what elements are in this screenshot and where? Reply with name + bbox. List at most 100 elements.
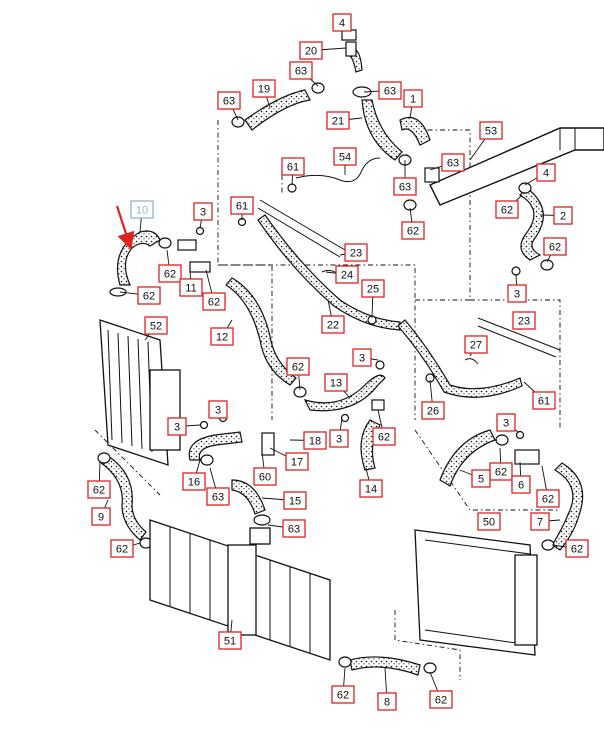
hose-2 xyxy=(519,187,544,261)
callout-23: 23 xyxy=(512,311,536,330)
callout-box xyxy=(421,401,445,420)
callout-box xyxy=(532,391,556,410)
callout-label: 27 xyxy=(470,340,482,352)
callout-box xyxy=(536,163,556,182)
callout-box xyxy=(372,427,396,446)
callout-box xyxy=(378,81,402,100)
callout-label: 62 xyxy=(208,297,220,309)
callout-label: 20 xyxy=(305,46,317,58)
callout-62: 62 xyxy=(489,462,513,481)
callout-box xyxy=(332,13,352,32)
callout-label: 23 xyxy=(350,248,362,260)
callout-box xyxy=(401,221,425,240)
hose-21 xyxy=(361,99,403,161)
callout-box xyxy=(441,153,465,172)
callout-label: 61 xyxy=(538,396,550,408)
callout-3: 3 xyxy=(167,417,187,436)
callout-10: 10 xyxy=(130,200,154,219)
callout-label: 62 xyxy=(164,269,176,281)
callout-62: 62 xyxy=(110,539,134,558)
callout-box xyxy=(289,61,313,80)
callout-62: 62 xyxy=(202,292,226,311)
callout-box xyxy=(167,417,187,436)
callout-60: 60 xyxy=(253,467,277,486)
callout-9: 9 xyxy=(91,507,111,526)
callout-label: 4 xyxy=(339,18,345,30)
callout-52: 52 xyxy=(144,316,168,335)
callout-box xyxy=(321,315,345,334)
hose-13 xyxy=(303,374,386,412)
callout-label: 25 xyxy=(367,284,379,296)
callout-label: 12 xyxy=(216,332,228,344)
pointer-arrow xyxy=(115,205,135,251)
callout-25: 25 xyxy=(361,279,385,298)
callout-box xyxy=(283,491,307,510)
callout-box xyxy=(530,512,550,531)
callout-50: 50 xyxy=(477,512,501,531)
callout-3: 3 xyxy=(496,413,516,432)
callout-62: 62 xyxy=(429,690,453,709)
callout-box xyxy=(507,284,527,303)
callout-label: 60 xyxy=(259,472,271,484)
callout-label: 16 xyxy=(188,477,200,489)
callout-61: 61 xyxy=(230,196,254,215)
callout-box xyxy=(352,348,372,367)
callout-label: 62 xyxy=(571,544,583,556)
hoses xyxy=(98,48,584,676)
callout-box xyxy=(326,111,350,130)
callout-17: 17 xyxy=(285,452,309,471)
callout-label: 63 xyxy=(399,182,411,194)
callout-box xyxy=(217,91,241,110)
callout-box xyxy=(179,278,203,297)
callout-63: 63 xyxy=(393,177,417,196)
callout-box xyxy=(511,475,531,494)
callout-label: 54 xyxy=(339,152,351,164)
callout-box xyxy=(479,121,503,140)
callout-4: 4 xyxy=(536,163,556,182)
callout-label: 3 xyxy=(215,405,221,417)
callout-label: 7 xyxy=(537,517,543,529)
callout-3: 3 xyxy=(193,202,213,221)
callout-label: 53 xyxy=(485,126,497,138)
callout-box xyxy=(331,685,355,704)
callout-box xyxy=(471,469,491,488)
callout-box xyxy=(536,489,560,508)
callout-label: 63 xyxy=(295,66,307,78)
hose-10 xyxy=(116,230,161,286)
callout-24: 24 xyxy=(335,265,359,284)
callout-label: 62 xyxy=(501,205,513,217)
callout-label: 1 xyxy=(410,94,416,106)
callout-box xyxy=(464,335,488,354)
callout-22: 22 xyxy=(321,315,345,334)
callout-label: 62 xyxy=(378,432,390,444)
callout-box xyxy=(553,206,573,225)
callout-box xyxy=(208,400,228,419)
callout-box xyxy=(335,265,359,284)
callout-63: 63 xyxy=(441,153,465,172)
callout-box xyxy=(377,692,397,711)
hose-9 xyxy=(98,455,147,541)
callout-21: 21 xyxy=(326,111,350,130)
callout-51: 51 xyxy=(218,631,242,650)
callout-label: 61 xyxy=(287,162,299,174)
callout-box xyxy=(329,429,349,448)
assembly-guide-lines xyxy=(94,120,561,680)
callout-box xyxy=(230,196,254,215)
callout-box xyxy=(543,237,567,256)
callout-3: 3 xyxy=(352,348,372,367)
callout-label: 10 xyxy=(136,205,148,217)
callout-26: 26 xyxy=(421,401,445,420)
callout-label: 62 xyxy=(93,485,105,497)
callout-box xyxy=(359,479,383,498)
callout-label: 3 xyxy=(174,422,180,434)
callout-1: 1 xyxy=(403,89,423,108)
callout-label: 17 xyxy=(291,457,303,469)
callout-63: 63 xyxy=(206,487,230,506)
callout-label: 62 xyxy=(337,690,349,702)
coolant-pipe-53 xyxy=(429,127,604,206)
hose-7 xyxy=(551,462,584,551)
callout-3: 3 xyxy=(329,429,349,448)
callout-label: 52 xyxy=(150,321,162,333)
callout-box xyxy=(182,472,206,491)
